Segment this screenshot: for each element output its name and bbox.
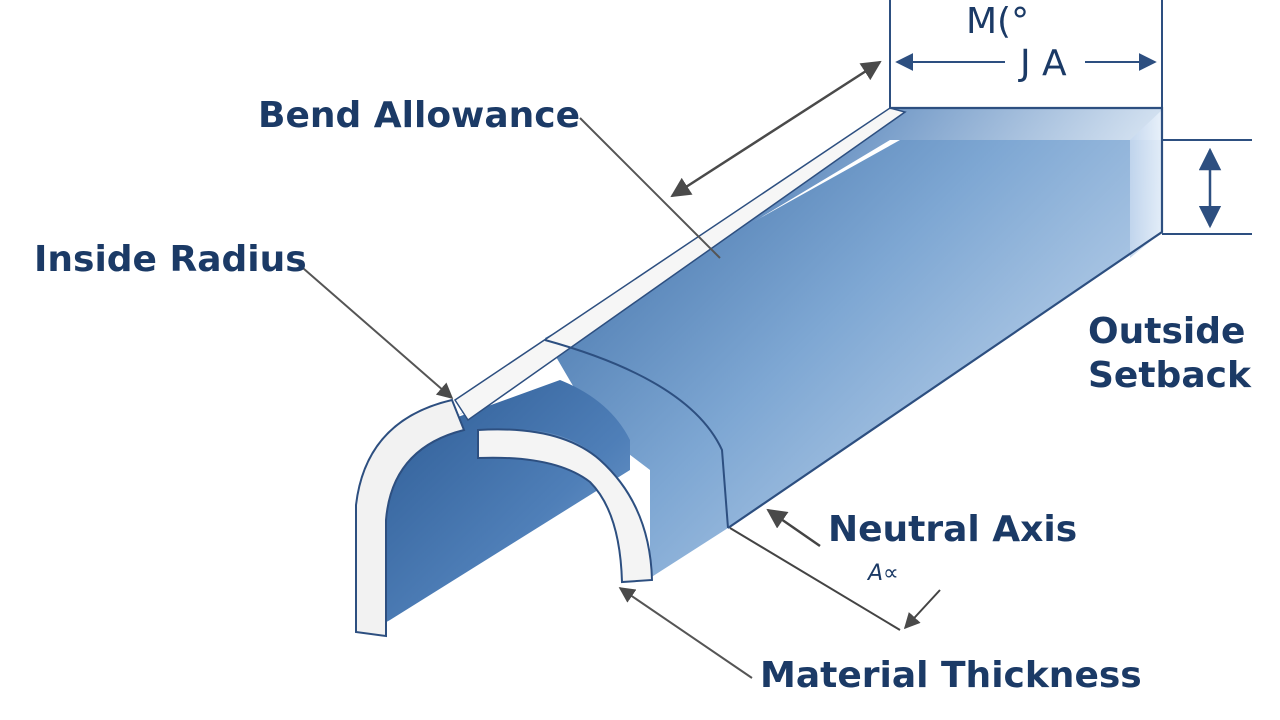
- bend-allowance-label: Bend Allowance: [258, 95, 580, 136]
- neutral-axis-seam: [544, 339, 729, 529]
- outer-edge-white: [355, 398, 466, 638]
- neutral-axis-sublabel: A∝: [868, 561, 899, 586]
- top-dimension-text-line2: J A: [1020, 43, 1067, 84]
- inside-radius-leader: [295, 261, 454, 400]
- bend-allowance-leader: [579, 117, 721, 259]
- inside-radius-label: Inside Radius: [34, 239, 307, 280]
- neutral-axis-label: Neutral Axis: [828, 509, 1078, 550]
- material-thickness-label: Material Thickness: [760, 655, 1142, 696]
- inner-edge-white: [477, 428, 654, 584]
- top-edge-outline: [727, 106, 1164, 529]
- flange-front-face: [545, 140, 1162, 578]
- neutral-axis-leader: [766, 508, 821, 548]
- outside-setback-label-line2: Setback: [1088, 355, 1251, 396]
- top-dimension-text-line1: M(°: [966, 1, 1030, 42]
- outside-setback-label-line1: Outside: [1088, 311, 1246, 352]
- neutral-axis-ext: [729, 527, 901, 631]
- material-thickness-leader: [618, 587, 753, 679]
- neutral-axis-sub-arrow: [903, 589, 941, 630]
- flange-end-face: [1130, 110, 1162, 258]
- bend-allowance-dim: [670, 60, 882, 198]
